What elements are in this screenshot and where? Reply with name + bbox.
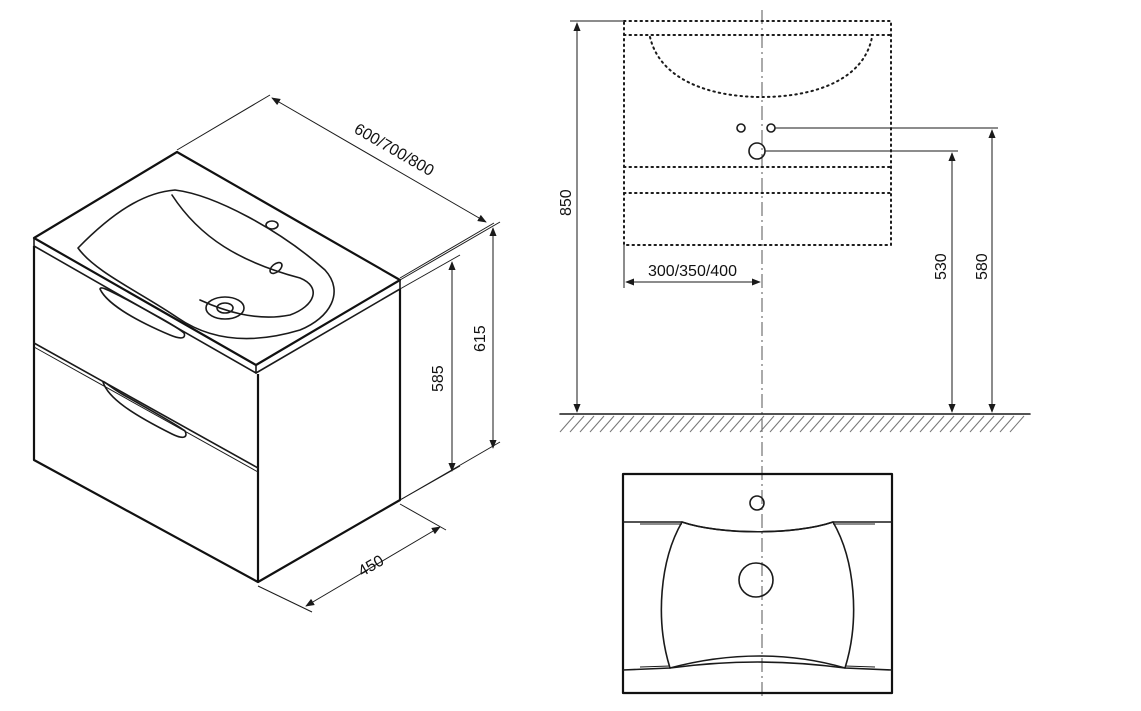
supply-height-label: 580 bbox=[974, 253, 991, 280]
width-dimension-label: 600/700/800 bbox=[351, 121, 437, 180]
hatch-line bbox=[729, 415, 745, 433]
hatch-line bbox=[749, 415, 765, 433]
hatch-line bbox=[649, 415, 665, 433]
hatch-line bbox=[699, 415, 715, 433]
cabinet-outline-hidden bbox=[623, 20, 892, 246]
hatch-line bbox=[919, 415, 935, 433]
cabinet-side-face bbox=[257, 289, 402, 583]
hatch-line bbox=[739, 415, 755, 433]
hatch-line bbox=[909, 415, 925, 433]
hatch-line bbox=[769, 415, 785, 433]
hatch-line bbox=[579, 415, 595, 433]
hatch-line bbox=[939, 415, 955, 433]
drain-inner-icon bbox=[216, 302, 234, 314]
hatch-line bbox=[999, 415, 1015, 433]
hatch-line bbox=[829, 415, 845, 433]
supply-right-icon bbox=[766, 123, 776, 133]
hatch-line bbox=[859, 415, 875, 433]
hatch-line bbox=[839, 415, 855, 433]
drawer-divider bbox=[33, 342, 259, 469]
supply-left-icon bbox=[736, 123, 746, 133]
hatch-line bbox=[949, 415, 965, 433]
basin-bowl-inner bbox=[171, 194, 314, 318]
hatch-line bbox=[629, 415, 645, 433]
depth-dimension-label: 450 bbox=[356, 552, 388, 580]
hatch-line bbox=[789, 415, 805, 433]
hatch-line bbox=[849, 415, 865, 433]
hatch-line bbox=[899, 415, 915, 433]
hatch-line bbox=[679, 415, 695, 433]
basin-bowl-outer bbox=[77, 189, 335, 340]
floor-hatching bbox=[559, 415, 1025, 433]
width-dimension-line bbox=[271, 97, 487, 223]
hatch-line bbox=[589, 415, 605, 433]
hatch-line bbox=[599, 415, 615, 433]
hatch-line bbox=[709, 415, 725, 433]
offset-dimension-label: 300/350/400 bbox=[648, 263, 737, 280]
hatch-line bbox=[669, 415, 685, 433]
hatch-line bbox=[969, 415, 985, 433]
hatch-line bbox=[609, 415, 625, 433]
top-view bbox=[621, 472, 894, 695]
drain-height-label: 530 bbox=[933, 253, 950, 280]
basin-front-lip bbox=[622, 661, 893, 671]
basin-rear-lip bbox=[622, 521, 893, 533]
drain-outer-icon bbox=[205, 296, 245, 320]
hatch-line bbox=[759, 415, 775, 433]
hatch-line bbox=[719, 415, 735, 433]
hatch-line bbox=[929, 415, 945, 433]
hatch-line bbox=[869, 415, 885, 433]
hatch-line bbox=[779, 415, 795, 433]
cabinet-height-label: 585 bbox=[430, 365, 447, 392]
tap-hole-top-icon bbox=[749, 495, 765, 511]
upper-drawer-handle bbox=[99, 287, 186, 339]
front-elevation-view: 850 300/350/400 530 580 bbox=[558, 10, 1031, 700]
tap-hole-icon bbox=[265, 220, 279, 230]
basin-top-outline bbox=[32, 150, 402, 367]
total-height-label: 615 bbox=[472, 325, 489, 352]
isometric-view: 600/700/800 450 585 615 bbox=[32, 94, 501, 613]
hatch-line bbox=[809, 415, 825, 433]
lower-drawer-handle bbox=[102, 380, 187, 439]
hatch-line bbox=[889, 415, 905, 433]
depth-dimension-line bbox=[305, 526, 441, 607]
hatch-line bbox=[819, 415, 835, 433]
hatch-line bbox=[559, 415, 575, 433]
basin-bowl-top-view bbox=[660, 521, 855, 669]
hatch-line bbox=[619, 415, 635, 433]
hatch-line bbox=[659, 415, 675, 433]
hatch-line bbox=[879, 415, 895, 433]
basin-top-view-outline bbox=[621, 472, 894, 695]
basin-bowl-hidden bbox=[649, 36, 873, 99]
hatch-line bbox=[799, 415, 815, 433]
drawer-divider-shadow bbox=[33, 346, 259, 473]
hatch-line bbox=[569, 415, 585, 433]
drain-top-icon bbox=[738, 562, 774, 598]
hatch-line bbox=[689, 415, 705, 433]
hatch-line bbox=[979, 415, 995, 433]
overflow-hole-icon bbox=[269, 261, 283, 275]
hatch-line bbox=[1009, 415, 1025, 433]
hatch-line bbox=[639, 415, 655, 433]
mount-height-label: 850 bbox=[558, 189, 575, 216]
cabinet-front-face bbox=[32, 246, 260, 584]
hatch-line bbox=[959, 415, 975, 433]
hatch-line bbox=[989, 415, 1005, 433]
waste-pipe-icon bbox=[748, 142, 766, 160]
